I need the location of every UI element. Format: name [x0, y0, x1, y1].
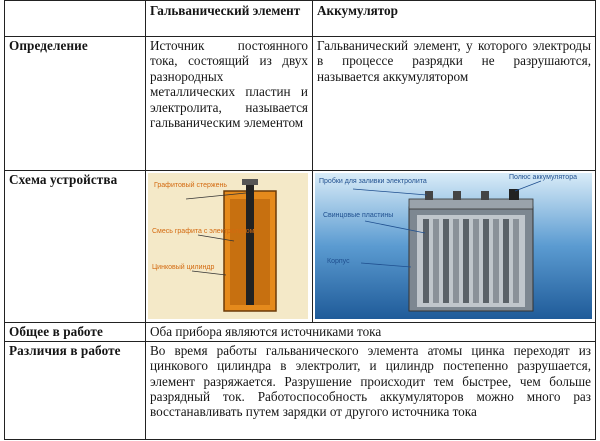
differences-text: Во время работы гальванического элемента…	[145, 340, 596, 441]
leader-line-plugs	[352, 188, 428, 196]
label-common: Общее в работе	[4, 322, 146, 342]
lead-plates-group	[423, 219, 519, 304]
plate	[443, 219, 449, 304]
galvanic-cell-diagram: Графитовый стержень Смесь графита с элек…	[148, 173, 308, 320]
rod-cap-shape	[242, 179, 258, 186]
leader-line-mix	[197, 234, 235, 242]
plate	[463, 219, 469, 304]
definition-accumulator: Гальванический элемент, у которого элект…	[312, 36, 596, 172]
header-empty-cell	[4, 0, 146, 38]
leader-line-plates	[364, 220, 426, 234]
label-pole: Полюс аккумулятора	[509, 174, 577, 181]
header-row: Гальванический элемент Аккумулятор	[4, 0, 596, 38]
label-case: Корпус	[327, 258, 350, 265]
header-accumulator: Аккумулятор	[312, 0, 596, 38]
row-definition: Определение Источник постоянного тока, с…	[4, 36, 596, 172]
accumulator-diagram: Пробки для заливки электролита Полюс акк…	[315, 173, 592, 320]
graphite-rod-shape	[246, 183, 254, 306]
definition-galvanic: Источник постоянного тока, состоящий из …	[145, 36, 313, 172]
common-text: Оба прибора являются источниками тока	[145, 322, 596, 342]
label-lead-plates: Свинцовые пластины	[323, 212, 393, 219]
leader-line-pole	[514, 180, 542, 192]
fill-plug-shape	[453, 191, 461, 201]
leader-line-rod	[185, 192, 247, 200]
row-common: Общее в работе Оба прибора являются исто…	[4, 322, 596, 342]
header-galvanic: Гальванический элемент	[145, 0, 313, 38]
row-differences: Различия в работе Во время работы гальва…	[4, 340, 596, 441]
row-scheme: Схема устройства Графитовый стержень Сме…	[4, 170, 596, 324]
label-definition: Определение	[4, 36, 146, 172]
plate	[473, 219, 479, 304]
scheme-accumulator-cell: Пробки для заливки электролита Полюс акк…	[312, 170, 596, 324]
fill-plug-shape	[425, 191, 433, 201]
fill-plug-shape	[481, 191, 489, 201]
label-graphite-rod: Графитовый стержень	[154, 181, 227, 189]
plate	[433, 219, 439, 304]
plate	[423, 219, 429, 304]
plate	[453, 219, 459, 304]
plate	[503, 219, 509, 304]
label-zinc-cylinder: Цинковый цилиндр	[152, 263, 214, 271]
accumulator-lid-shape	[408, 198, 534, 210]
leader-line-zinc	[191, 270, 227, 276]
plate	[493, 219, 499, 304]
label-differences: Различия в работе	[4, 340, 146, 441]
label-fill-plugs: Пробки для заливки электролита	[319, 177, 427, 185]
pole-terminal-shape	[509, 189, 519, 201]
label-scheme: Схема устройства	[4, 170, 146, 324]
comparison-table: Гальванический элемент Аккумулятор Опред…	[4, 0, 596, 441]
plate	[513, 219, 519, 304]
label-graphite-mix: Смесь графита с электролитом	[152, 228, 255, 235]
scheme-galvanic-cell: Графитовый стержень Смесь графита с элек…	[145, 170, 313, 324]
plate	[483, 219, 489, 304]
leader-line-case	[360, 262, 412, 268]
